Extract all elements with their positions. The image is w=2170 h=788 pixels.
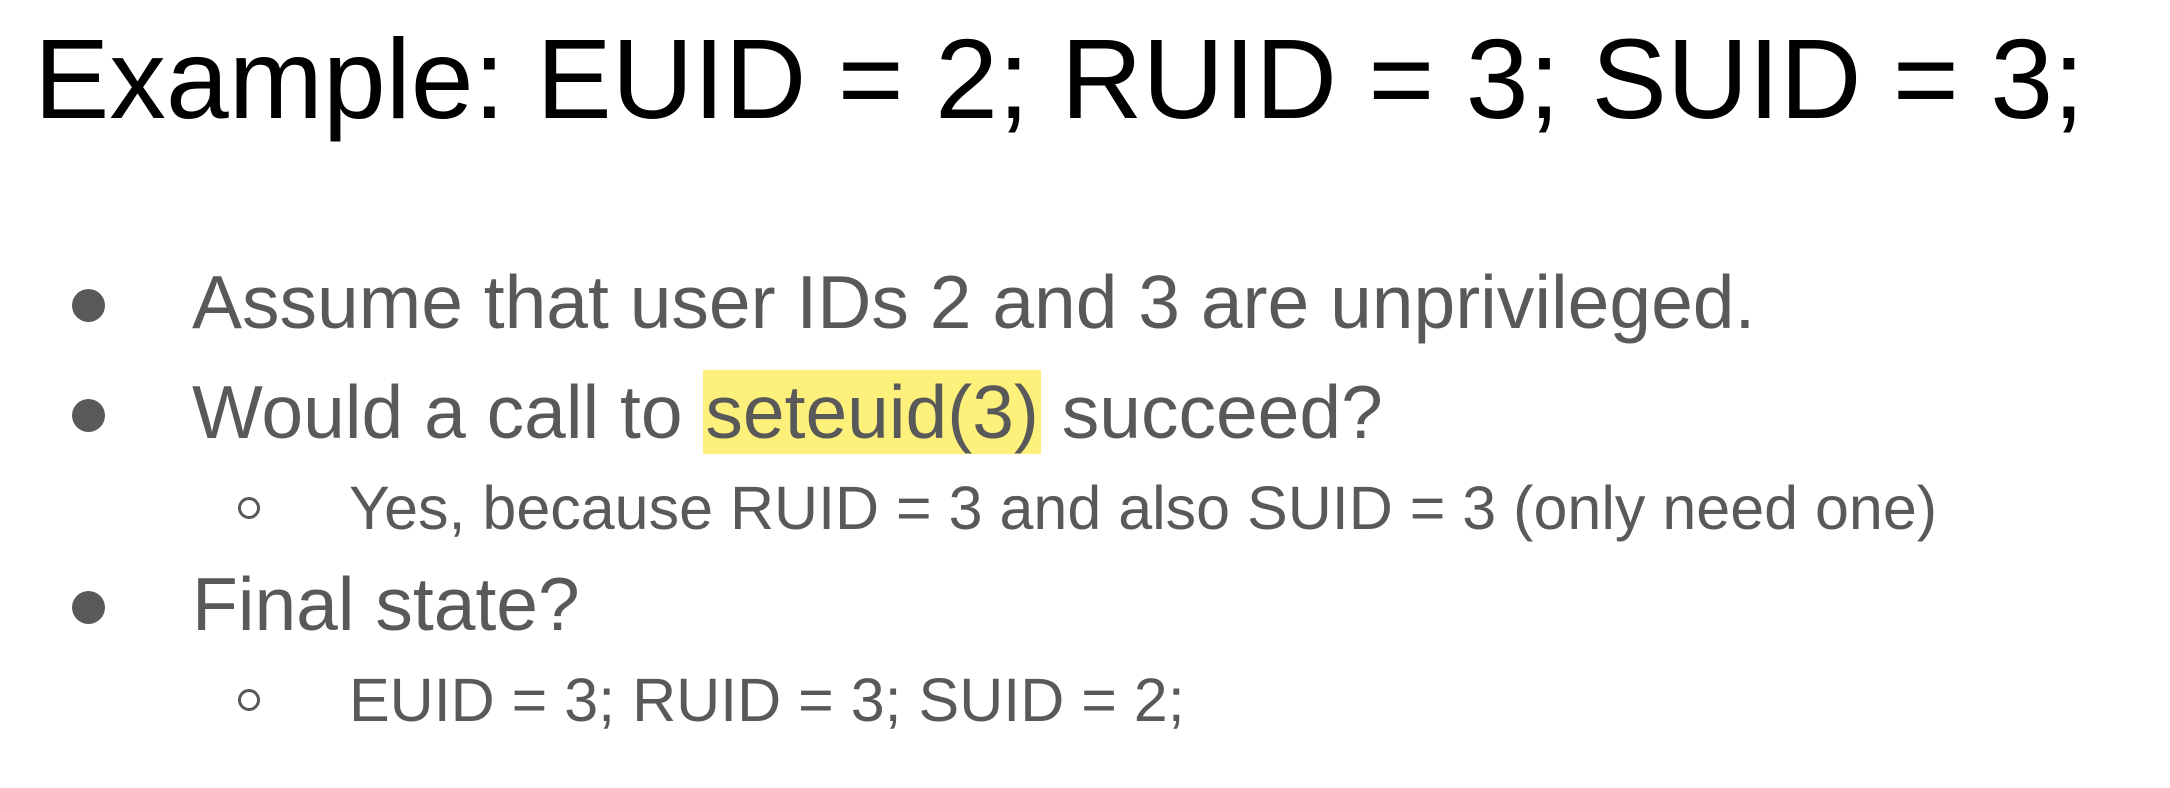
sub-bullet-icon xyxy=(238,497,260,519)
bullet-text-before: Would a call to xyxy=(192,370,704,454)
bullet-icon xyxy=(72,399,105,432)
highlighted-code: seteuid(3) xyxy=(703,370,1041,454)
bullet-text: Would a call to seteuid(3) succeed? xyxy=(192,364,1383,460)
bullet-text-after: succeed? xyxy=(1040,370,1383,454)
slide-title: Example: EUID = 2; RUID = 3; SUID = 3; xyxy=(34,16,2085,142)
sub-bullet-icon xyxy=(238,689,260,711)
sub-bullet-text: EUID = 3; RUID = 3; SUID = 2; xyxy=(349,666,1185,734)
sub-bullet-text: Yes, because RUID = 3 and also SUID = 3 … xyxy=(349,474,1938,542)
bullet-icon xyxy=(72,289,105,322)
bullet-text: Final state? xyxy=(192,562,580,646)
bullet-text: Assume that user IDs 2 and 3 are unprivi… xyxy=(192,260,1756,344)
bullet-icon xyxy=(72,591,105,624)
